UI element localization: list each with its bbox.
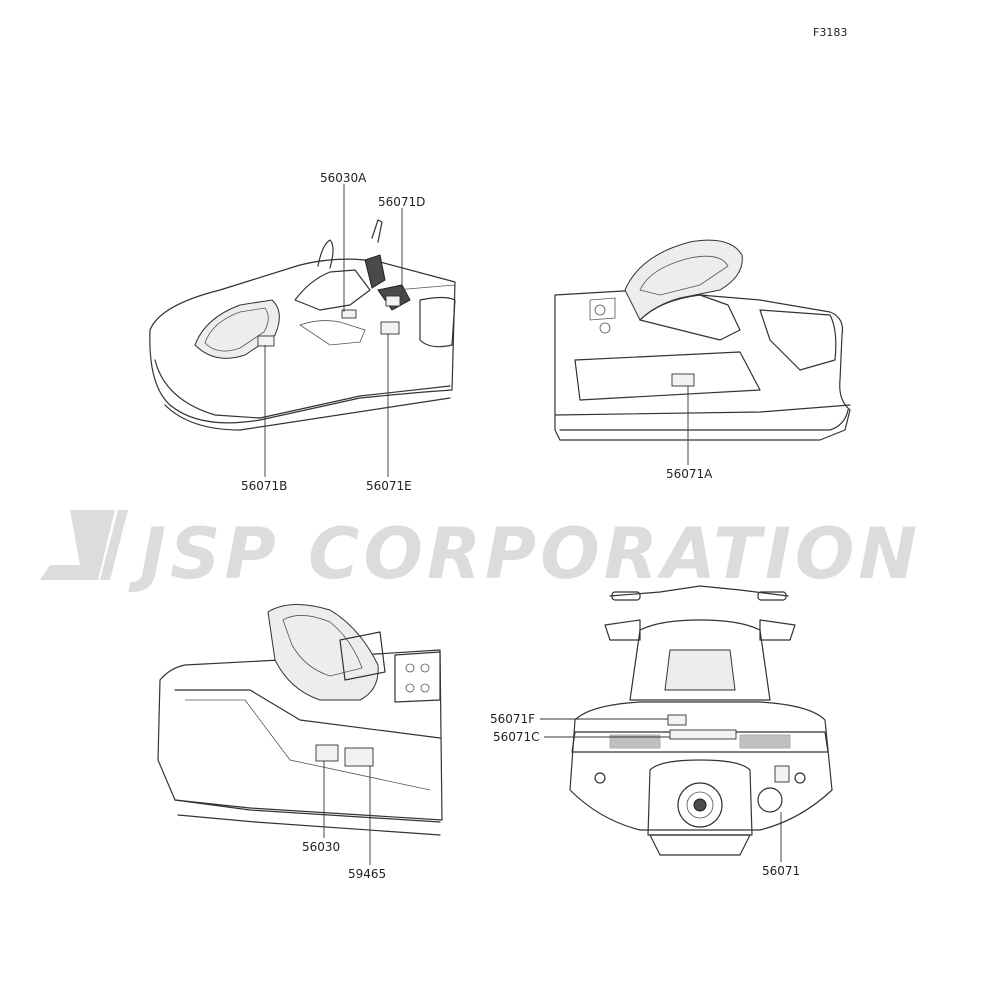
- watermark-text: JSP CORPORATION: [128, 513, 921, 595]
- decal-56071D: [385, 295, 401, 307]
- callout-56030A: 56030A: [320, 171, 367, 185]
- callout-56071B: 56071B: [241, 479, 287, 493]
- decal-56071C: [669, 729, 737, 740]
- decal-59465: [344, 747, 374, 767]
- decal-56071F: [667, 714, 687, 726]
- watermark: JSP CORPORATION: [40, 510, 921, 595]
- view-stern: 56071F 56071C 56071: [490, 585, 833, 878]
- view-rear-left: 56030 59465: [157, 603, 443, 881]
- callout-56071D: 56071D: [378, 195, 425, 209]
- callout-56071A: 56071A: [666, 467, 713, 481]
- callout-56030: 56030: [302, 840, 340, 854]
- decal-56071E: [380, 321, 400, 335]
- callout-56071F: 56071F: [490, 712, 535, 726]
- watermark-logo-icon: [40, 510, 128, 580]
- decal-56071-right: [774, 765, 790, 783]
- decal-56071A: [671, 373, 695, 387]
- figure-id: F3183: [813, 26, 847, 39]
- decal-56030A: [341, 309, 357, 319]
- decal-56030: [315, 744, 339, 762]
- callout-56071C: 56071C: [493, 730, 540, 744]
- decal-56071B: [257, 335, 275, 347]
- callout-56071E: 56071E: [366, 479, 412, 493]
- view-front-left: 56030A 56071D 56071B 56071E: [149, 171, 456, 493]
- callout-56071: 56071: [762, 864, 800, 878]
- callout-59465: 59465: [348, 867, 386, 881]
- view-rear-right: 56071A: [554, 239, 851, 481]
